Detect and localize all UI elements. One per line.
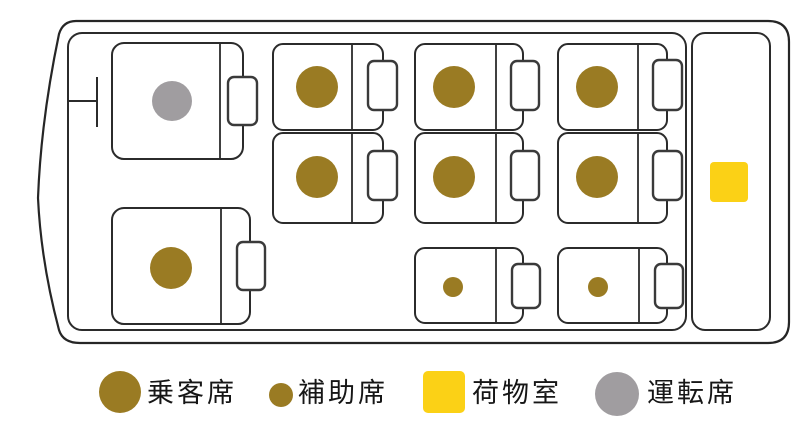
legend-label-auxiliary: 補助席 [298,378,388,408]
legend: 乗客席 補助席 荷物室 運転席 [99,371,737,416]
auxiliary-seat-row3-col3 [414,247,542,324]
passenger-marker [296,156,338,198]
auxiliary-swatch-icon [269,383,293,407]
legend-item-driver: 運転席 [595,372,737,416]
luggage-marker [710,162,748,202]
passenger-seat-row3-col1 [111,207,267,325]
steering-column-mark [68,77,98,127]
passenger-marker [433,66,475,108]
driver-marker [152,81,192,121]
passenger-seat-row1-col3 [414,43,541,131]
passenger-swatch-icon [99,371,141,413]
legend-item-luggage: 荷物室 [423,371,562,413]
auxiliary-seat-row3-col4 [557,247,685,324]
passenger-marker [296,66,338,108]
passenger-marker [150,247,192,289]
passenger-seat-row2-col2 [272,132,399,224]
passenger-seat-row1-col4 [557,43,684,131]
luggage-room-wall [691,32,771,331]
auxiliary-marker [588,277,608,297]
legend-label-passenger: 乗客席 [147,378,237,408]
passenger-marker [576,66,618,108]
passenger-seat-row1-col2 [272,43,399,131]
auxiliary-marker [443,277,463,297]
passenger-seat-row2-col4 [557,132,684,224]
passenger-seat-row2-col3 [414,132,541,224]
legend-label-driver: 運転席 [647,378,737,408]
legend-item-passenger: 乗客席 [99,371,237,413]
driver-seat [111,42,259,160]
luggage-swatch-icon [423,371,465,413]
driver-swatch-icon [595,372,639,416]
legend-label-luggage: 荷物室 [472,378,562,408]
passenger-marker [576,156,618,198]
cabin-wall [67,32,687,331]
passenger-marker [433,156,475,198]
legend-item-auxiliary: 補助席 [269,378,388,408]
